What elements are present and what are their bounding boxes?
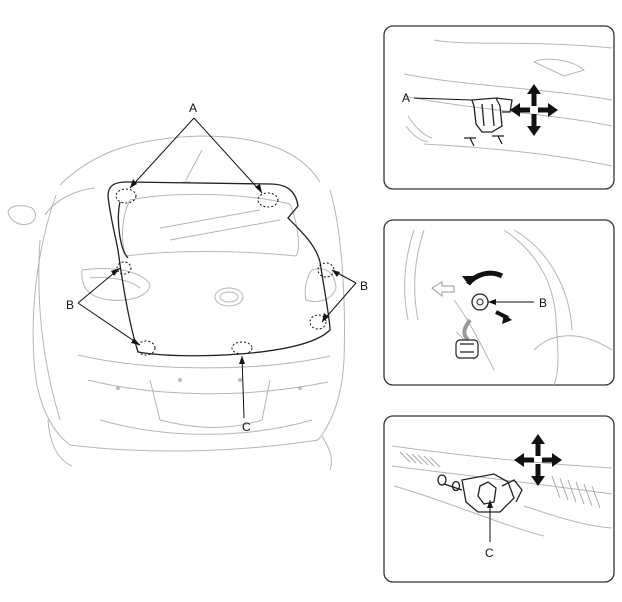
label-b-left: B [66,298,74,312]
four-way-arrow-icon [514,434,562,486]
detail-label-b: B [539,296,547,310]
detail-panel-stopper: B [383,219,615,386]
stopper-point-b-3 [317,262,335,278]
detail-label-c: C [485,546,494,560]
detail-panel-hinge: A [383,25,615,190]
label-c: C [242,420,251,434]
label-b-right: B [360,279,368,293]
tailgate-outline [107,181,331,357]
stopper-point-b-4 [309,314,327,330]
four-way-arrow-icon [510,84,558,136]
detail-panel-latch: C [383,415,615,583]
detail-label-a: A [402,91,410,105]
car-rear-view [7,135,345,471]
latch-point-c [231,341,253,355]
hinge-point-a-left [115,188,137,204]
stopper-point-b-2 [136,340,156,356]
hinge-point-a-right [257,192,279,208]
leader-lines [77,117,357,419]
label-a: A [189,101,197,115]
stopper-point-b-1 [116,261,132,275]
